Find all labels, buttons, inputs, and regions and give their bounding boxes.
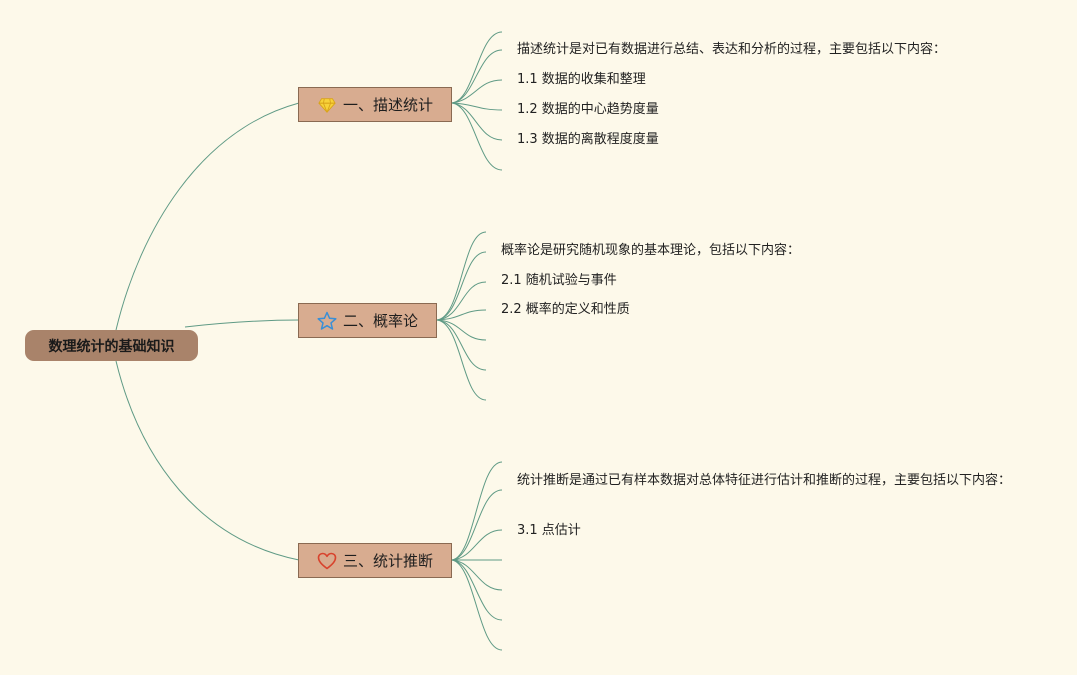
topic3-link-7: [451, 559, 503, 651]
topic-label: 一、描述统计: [342, 96, 433, 114]
subtopic-text[interactable]: 1.3 数据的离散程度度量: [517, 132, 659, 147]
topic2-link-4: [436, 309, 487, 321]
topic2-link-6: [436, 319, 487, 371]
heart-icon: [317, 551, 337, 571]
star-icon: [317, 311, 337, 331]
topic-statistical-inference[interactable]: 三、统计推断: [298, 543, 452, 578]
subtopic-text[interactable]: 统计推断是通过已有样本数据对总体特征进行估计和推断的过程，主要包括以下内容：: [517, 473, 1012, 488]
topic-descriptive-statistics[interactable]: 一、描述统计: [298, 87, 452, 122]
topic3-link-3: [451, 529, 503, 561]
root-link-3: [115, 360, 300, 561]
root-link-1: [115, 102, 300, 331]
diamond-icon: [317, 95, 337, 115]
topic3-link-1: [451, 461, 503, 561]
topic-label: 二、概率论: [342, 312, 418, 330]
subtopic-text[interactable]: 1.1 数据的收集和整理: [517, 72, 646, 87]
topic3-link-2: [451, 489, 503, 561]
root-topic-label: 数理统计的基础知识: [48, 338, 175, 355]
subtopic-text[interactable]: 2.2 概率的定义和性质: [501, 302, 630, 317]
topic1-link-6: [451, 102, 503, 171]
topic2-link-7: [436, 319, 487, 401]
subtopic-text[interactable]: 概率论是研究随机现象的基本理论，包括以下内容：: [501, 243, 801, 258]
subtopic-text[interactable]: 2.1 随机试验与事件: [501, 273, 617, 288]
topic-label: 三、统计推断: [342, 552, 433, 570]
topic2-link-3: [436, 281, 487, 321]
topic1-link-1: [451, 31, 503, 104]
topic-probability-theory[interactable]: 二、概率论: [298, 303, 437, 338]
topic1-link-2: [451, 49, 503, 104]
subtopic-text[interactable]: 描述统计是对已有数据进行总结、表达和分析的过程，主要包括以下内容：: [517, 42, 947, 57]
topic2-link-5: [436, 319, 487, 341]
root-topic[interactable]: 数理统计的基础知识: [25, 330, 198, 361]
root-link-2: [184, 319, 300, 328]
subtopic-text[interactable]: 3.1 点估计: [517, 523, 581, 538]
subtopic-text[interactable]: 1.2 数据的中心趋势度量: [517, 102, 659, 117]
topic1-link-4: [451, 102, 503, 111]
topic1-link-5: [451, 102, 503, 141]
topic2-link-2: [436, 251, 487, 321]
topic2-link-1: [436, 231, 487, 321]
topic1-link-3: [451, 79, 503, 104]
topic3-link-5: [451, 559, 503, 591]
topic3-link-6: [451, 559, 503, 621]
